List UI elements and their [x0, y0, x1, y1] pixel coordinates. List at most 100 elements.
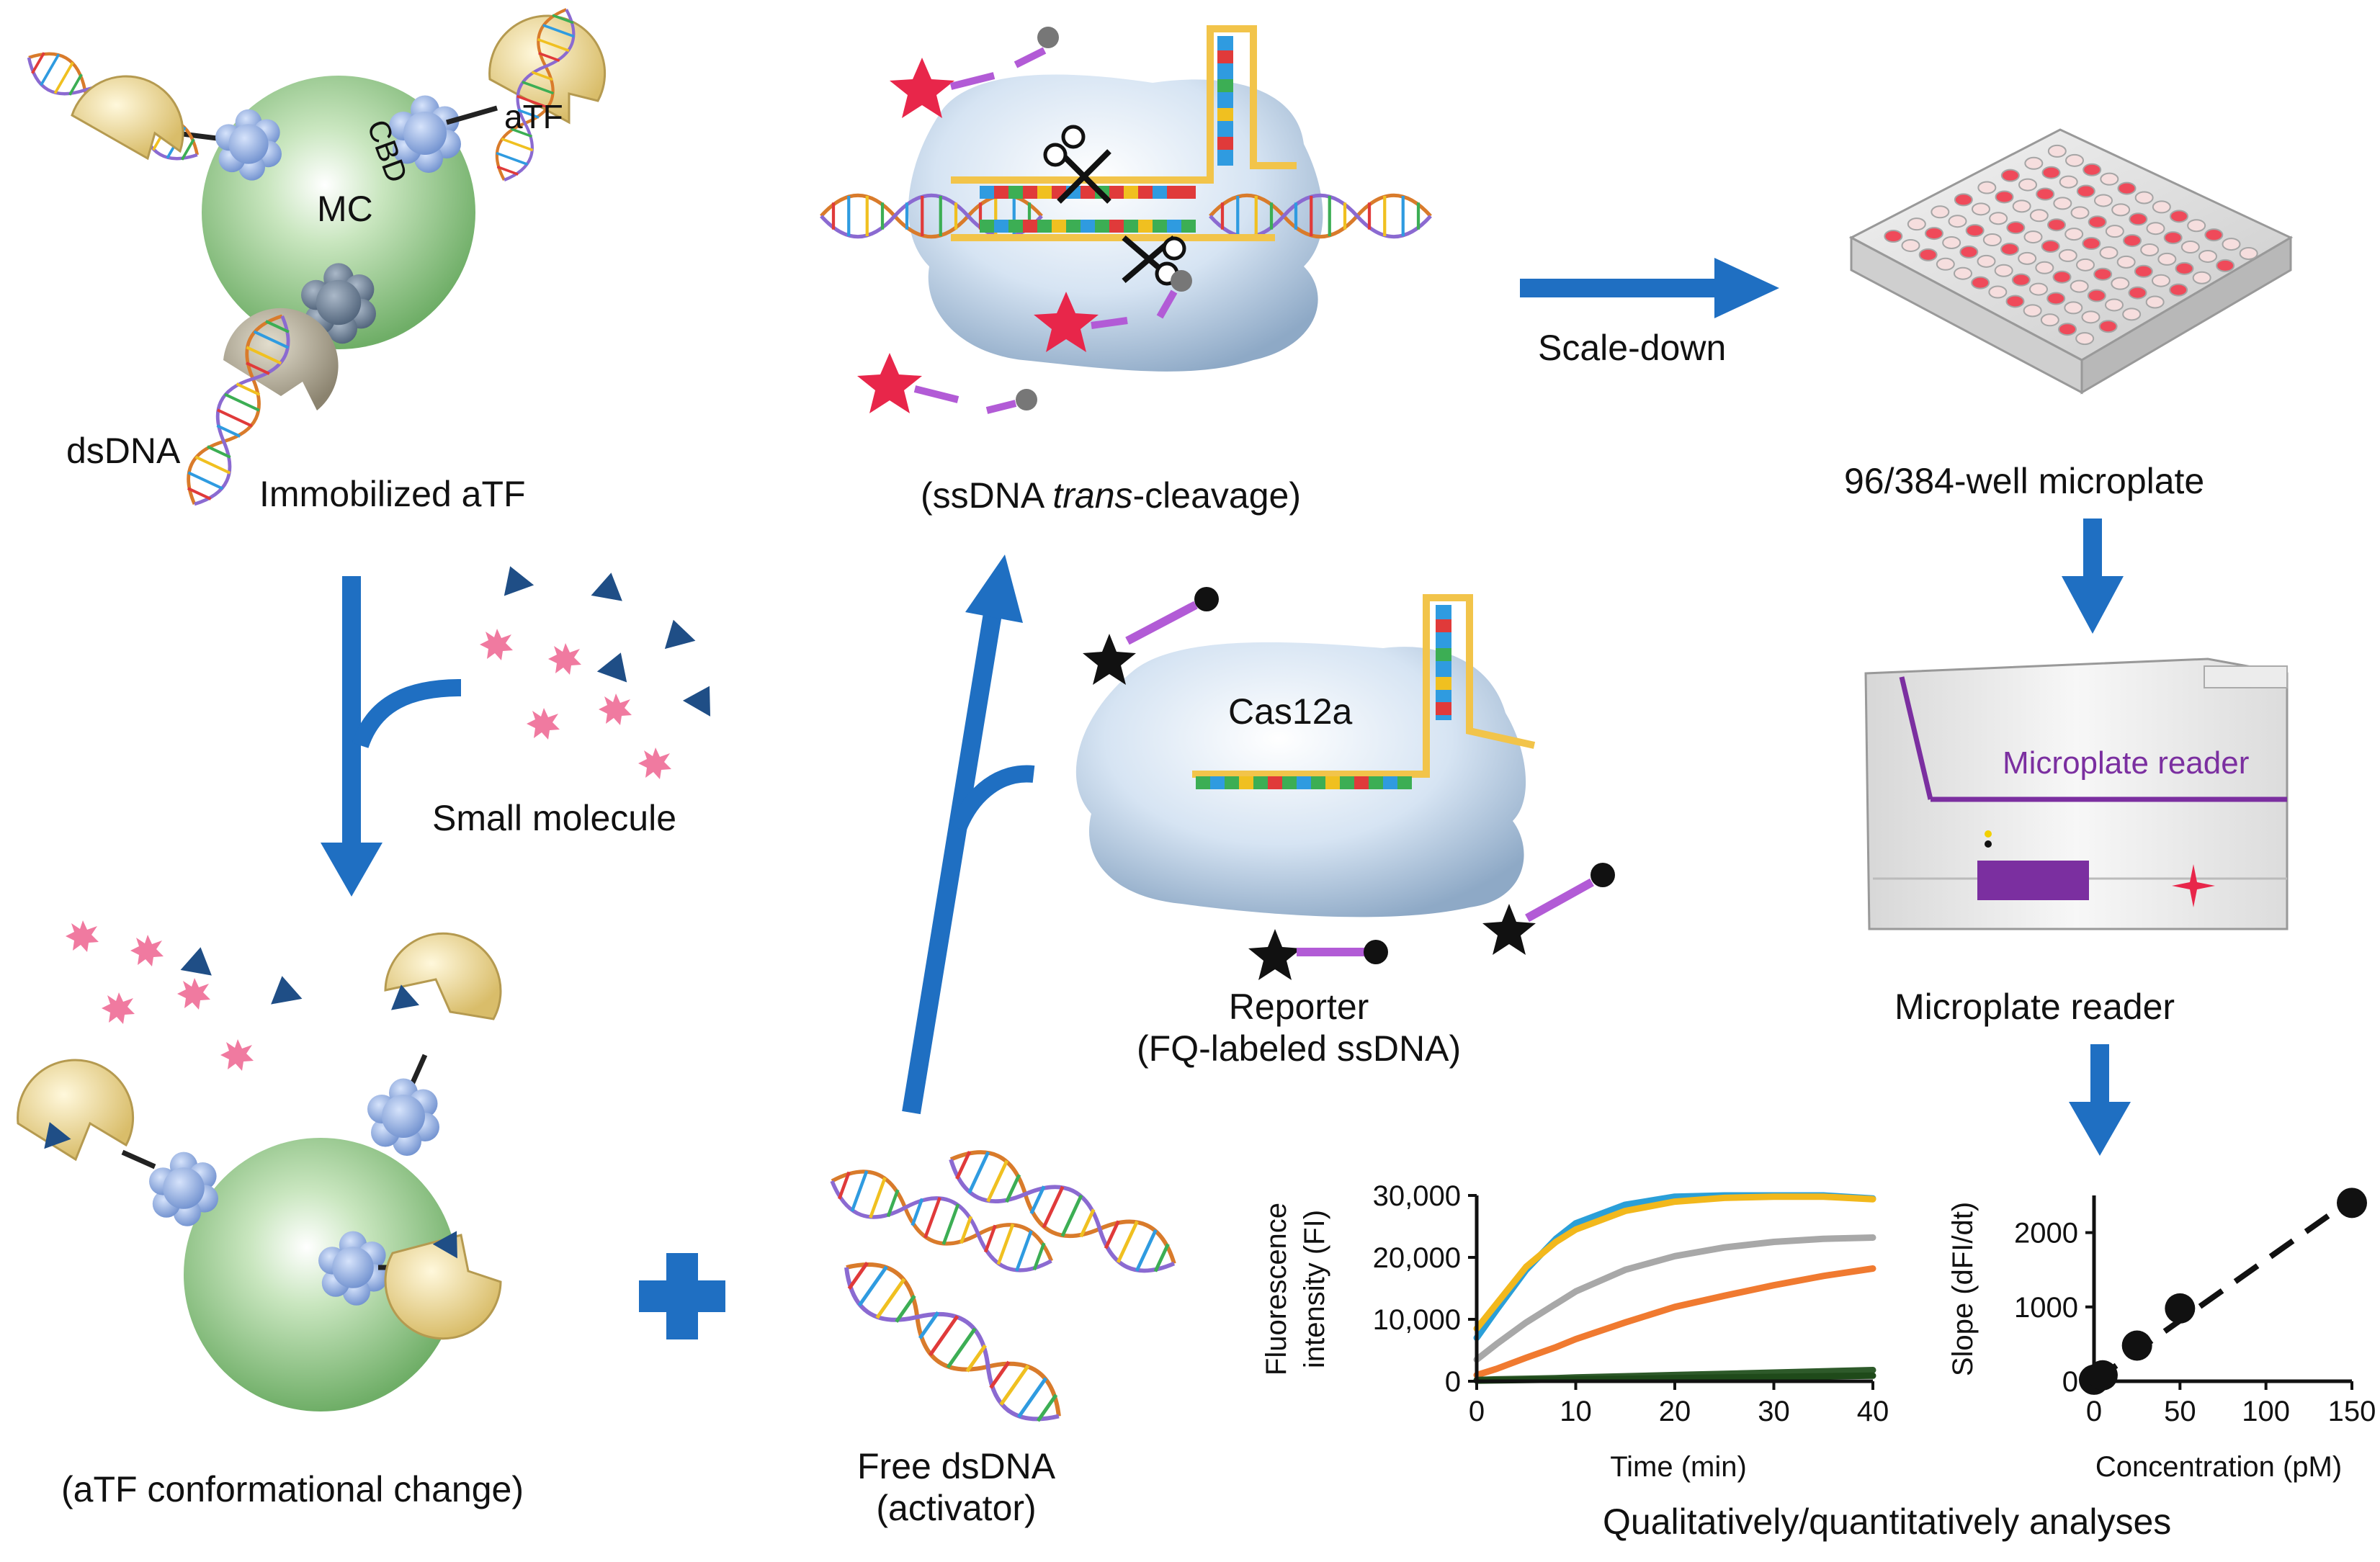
label-microplate: 96/384-well microplate [1844, 461, 2205, 501]
label-analyses: Qualitatively/quantitatively analyses [1603, 1502, 2172, 1542]
immobilized-atf-bead [19, 4, 607, 512]
chart1-series-line-1 [1473, 1193, 1876, 1332]
plate-well [2087, 289, 2106, 302]
plate-well [2070, 206, 2090, 220]
plate-well [2239, 246, 2258, 260]
chart1-x-tick-label: 40 [1857, 1396, 1889, 1427]
chart2-y-tick-label: 0 [2062, 1366, 2078, 1398]
chart2-x-tick-label: 100 [2242, 1396, 2290, 1427]
plate-well [1971, 276, 1990, 289]
plate-well [1942, 235, 1961, 249]
plate-well [2082, 163, 2102, 176]
plate-well [2088, 215, 2107, 229]
plate-well [2105, 298, 2124, 312]
plate-well [2192, 271, 2211, 284]
released-atf-bead [17, 920, 502, 1411]
chart1-y-tick-label: 30,000 [1373, 1180, 1461, 1212]
label-ssdna-suffix: -cleavage) [1132, 475, 1301, 516]
plate-well [2169, 283, 2188, 297]
chart2-data-point [2337, 1188, 2367, 1218]
chart2-xlabel: Concentration (pM) [2095, 1451, 2342, 1483]
plate-well [2070, 279, 2089, 293]
label-immobilized-atf: Immobilized aTF [259, 474, 526, 514]
plate-well [2129, 212, 2148, 226]
label-reporter-line1: Reporter [1228, 987, 1369, 1027]
plate-well [1948, 215, 1967, 228]
plate-well [2064, 301, 2083, 315]
plate-well [2145, 295, 2165, 309]
plate-well [2111, 203, 2131, 217]
chart1-xlabel: Time (min) [1610, 1451, 1747, 1483]
plate-well [2041, 166, 2061, 179]
intact-reporters [1083, 587, 1615, 980]
scale-down-arrow [1520, 258, 1779, 318]
label-microplate-reader: Microplate reader [1894, 987, 2175, 1027]
microplate-reader-icon [1864, 657, 2289, 930]
plate-well [2094, 194, 2113, 207]
plate-well [2093, 267, 2113, 281]
plate-well [1995, 190, 2014, 204]
label-cas12a: Cas12a [1228, 691, 1353, 732]
label-free-dsdna-line1: Free dsDNA [857, 1446, 1056, 1486]
label-free-dsdna-line2: (activator) [876, 1487, 1037, 1528]
plate-well [2018, 251, 2037, 265]
plate-well [2170, 210, 2188, 223]
chart2-ylabel: Slope (dFI/dt) [1947, 1202, 1979, 1376]
plate-well [2052, 270, 2072, 284]
plate-well [1994, 264, 2013, 277]
plate-well [1936, 257, 1955, 271]
chart2-data-point [2165, 1293, 2196, 1324]
scissors-icon [1043, 125, 1186, 286]
label-atf-conformational-change: (aTF conformational change) [61, 1469, 524, 1509]
plate-well [2053, 197, 2072, 210]
label-atf: aTF [504, 98, 563, 135]
plate-well [2198, 249, 2217, 263]
cas12a-trans-cleavage [821, 25, 1431, 414]
chart2-x-tick-label: 0 [2086, 1396, 2102, 1427]
plate-well [2163, 231, 2183, 245]
plate-well [1931, 205, 1950, 219]
label-free-dsdna: Free dsDNA (activator) [857, 1446, 1055, 1529]
chart1-ylabel-line2: intensity (FI) [1299, 1210, 1330, 1368]
plate-well [2065, 153, 2084, 167]
free-dsdna-strands [825, 1139, 1184, 1436]
plate-well [1925, 227, 1943, 241]
plate-well [1901, 238, 1920, 252]
plate-well [2128, 286, 2147, 300]
plate-well [1884, 230, 1903, 243]
plate-well [2123, 234, 2142, 248]
plate-well [1982, 233, 2002, 247]
chart1-x-tick-label: 20 [1659, 1396, 1691, 1427]
plate-well [2029, 209, 2049, 223]
plate-well [1977, 254, 1996, 268]
plate-well [2047, 218, 2066, 232]
plate-well [2059, 175, 2078, 189]
chart2-y-tick-label: 1000 [2014, 1292, 2078, 1324]
plate-well [2098, 320, 2118, 333]
plate-well [1954, 266, 1972, 280]
cas12a-complex [1075, 594, 1536, 917]
plate-well [2180, 241, 2200, 254]
plate-well [2040, 313, 2059, 327]
plate-well [2081, 310, 2101, 324]
chart1-series-line-2 [1473, 1234, 1876, 1363]
label-small-molecule: Small molecule [432, 798, 677, 838]
plate-well [2111, 277, 2130, 290]
plate-well [2047, 144, 2067, 158]
plate-well [2018, 178, 2037, 192]
chart1-y-tick-label: 0 [1445, 1366, 1461, 1398]
plate-well [2035, 261, 2054, 274]
chart1-y-tick-label: 20,000 [1373, 1242, 1461, 1274]
plate-well [2152, 200, 2171, 214]
chart2-x-tick-label: 50 [2164, 1396, 2196, 1427]
label-ssdna-italic: trans [1052, 475, 1133, 516]
plate-well [1972, 202, 1990, 216]
label-ssdna-trans-cleavage: (ssDNA trans-cleavage) [921, 475, 1301, 517]
plate-well [2204, 228, 2224, 242]
plate-well [2046, 292, 2066, 305]
binding-arrow [321, 576, 462, 897]
activation-arrow [902, 555, 1035, 1115]
chart1-x-tick-label: 0 [1469, 1396, 1485, 1427]
